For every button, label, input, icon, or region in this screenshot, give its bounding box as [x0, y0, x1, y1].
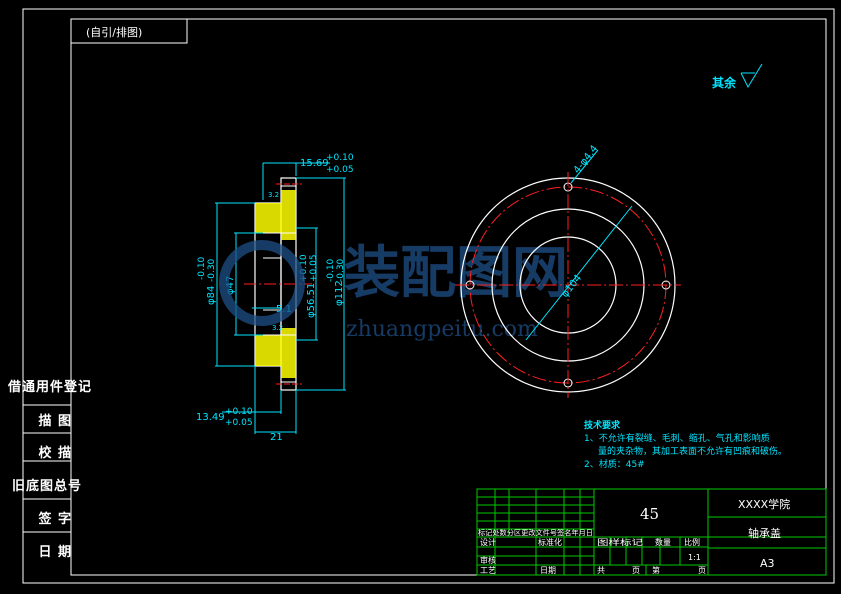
dim-tol: +0.10	[225, 407, 253, 417]
side-label-registration: 借通用件登记	[7, 380, 92, 395]
dim-tol: +0.05	[225, 418, 253, 428]
label-total: 共	[597, 566, 605, 575]
title-block-frame	[476, 488, 827, 576]
dim-tol: -0.30	[336, 258, 346, 282]
dim-tol: -0.10	[197, 256, 207, 280]
tech-line-2: 量的夹杂物，其加工表面不允许有凹痕和破伤。	[598, 445, 787, 457]
dim-len-21: 21	[270, 432, 283, 443]
label-process: 工艺	[480, 566, 496, 575]
dim-tol: -0.10	[326, 258, 336, 282]
corner-tag-box	[70, 18, 188, 44]
scale-value: 1:1	[688, 553, 701, 562]
label-scale: 比例	[684, 537, 700, 547]
dim-width-bottom: 13.49	[196, 412, 225, 423]
roughness-symbol	[740, 63, 763, 89]
dim-dia-84: φ84	[206, 286, 217, 305]
dim-width-top: 15.69	[300, 158, 329, 169]
dim-tol: +0.05	[309, 254, 319, 282]
label-weight: 数量	[655, 537, 671, 547]
part-name: 轴承盖	[748, 526, 781, 540]
tech-line-3: 2、材质：45#	[584, 458, 645, 470]
hatch-top-flange	[281, 190, 296, 240]
label-standardize: 标准化	[538, 537, 562, 547]
material: 45	[640, 505, 659, 523]
title-block	[476, 488, 827, 576]
label-review: 审核	[480, 555, 496, 565]
watermark-url: zhuangpeitu.com	[346, 317, 538, 342]
roughness-a: 3.2	[268, 191, 279, 199]
hatch-top-hub	[255, 203, 281, 233]
dim-tol: +0.10	[299, 254, 309, 282]
watermark-logo	[219, 240, 305, 326]
inner-border	[70, 18, 827, 576]
label-date: 日期	[540, 566, 556, 575]
watermark: 装配图网 zhuangpeitu.com	[219, 240, 568, 342]
hatch-bot-flange	[281, 328, 296, 378]
dim-tol: +0.10	[326, 153, 354, 163]
side-label-tracing: 描 图	[38, 414, 72, 429]
dim-tol: +0.05	[326, 165, 354, 175]
side-label-old-number: 旧底图总号	[11, 479, 82, 494]
dim-dia-56: φ56.51	[306, 283, 317, 318]
corner-tag: (自引/排图)	[86, 25, 142, 39]
side-label-signature: 签 字	[38, 512, 72, 527]
tech-title: 技术要求	[584, 419, 621, 431]
sheet-size: A3	[760, 557, 775, 570]
roughness-b: 3.2	[272, 324, 283, 332]
dim-holes-leader	[570, 149, 599, 184]
dim-holes: 4-φ4.4	[572, 143, 601, 175]
side-label-date: 日 期	[38, 545, 72, 560]
tech-line-1: 1、不允许有裂缝、毛刺、缩孔、气孔和影响质	[584, 432, 770, 444]
title-block-text: 45 XXXX学院 轴承盖 A3 标记处数分区更改文件号签名年月日 设计 标准化…	[478, 497, 790, 575]
watermark-name: 装配图网	[344, 241, 568, 306]
section-view: 15.69 +0.10 +0.05 φ84 -0.10 -0.30 φ47 φ5…	[196, 153, 354, 443]
dim-tol: -0.30	[207, 258, 217, 282]
surface-note: 其余	[712, 75, 737, 90]
label-page2: 页	[698, 566, 706, 575]
side-label-check: 校 描	[38, 446, 72, 461]
label-stage: 图样标记	[597, 537, 643, 547]
label-design: 设计	[480, 537, 496, 547]
school: XXXX学院	[738, 497, 790, 511]
dim-pcd-line	[525, 205, 633, 341]
hatch-bot-hub	[255, 335, 281, 366]
dim-dia-47: φ47	[225, 276, 236, 295]
dim-dia-112: φ112	[334, 280, 345, 306]
outer-border	[22, 8, 835, 584]
col-headers: 标记处数分区更改文件号签名年月日	[478, 528, 593, 537]
tech-requirements: 技术要求 1、不允许有裂缝、毛刺、缩孔、气孔和影响质 量的夹杂物，其加工表面不允…	[584, 419, 787, 470]
label-page: 第	[652, 565, 660, 575]
label-sheets: 页	[632, 566, 640, 575]
